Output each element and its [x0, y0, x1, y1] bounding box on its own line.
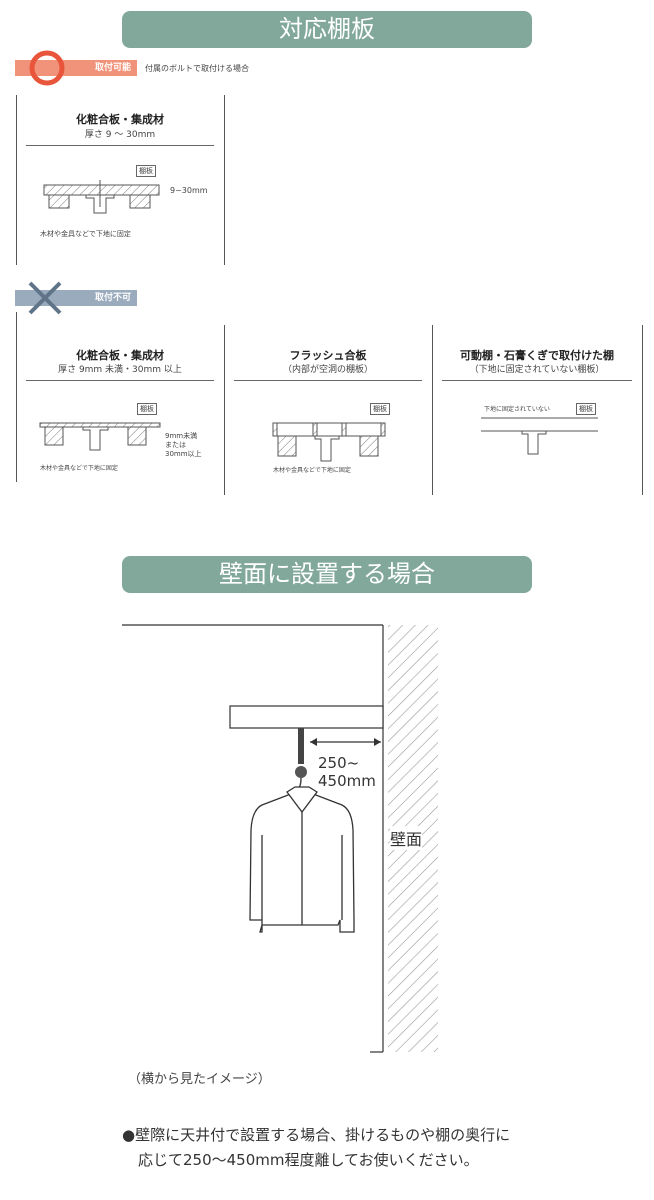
- board-label: 棚板: [370, 403, 390, 415]
- divider: [26, 380, 214, 381]
- dimension-label: または: [165, 441, 186, 449]
- bullet-icon: ●: [122, 1126, 136, 1144]
- not-fixed-note: 下地に固定されていない: [484, 406, 550, 413]
- board-label: 棚板: [576, 403, 596, 415]
- distance-label-1: 250~: [318, 754, 360, 772]
- dimension-label: 30mm以上: [165, 450, 202, 458]
- divider: [16, 312, 17, 482]
- ng-thin-board-diagram: [39, 422, 161, 451]
- ok-panel-title: 化粧合板・集成材: [76, 113, 164, 126]
- ok-badge: 取付可能: [15, 60, 137, 76]
- ng-panel-subtitle: （下地に固定されていない棚板）: [469, 365, 605, 375]
- ok-note: 付属のボルトで取付ける場合: [145, 64, 249, 73]
- fix-note: 木材や金具などで下地に固定: [273, 467, 351, 474]
- note-line: 壁際に天井付で設置する場合、掛けるものや棚の奥行に: [135, 1126, 511, 1144]
- dimension-label: 9mm未満: [165, 432, 198, 440]
- fix-note: 木材や金具などで下地に固定: [40, 465, 118, 472]
- divider: [224, 95, 225, 265]
- divider: [442, 380, 632, 381]
- divider: [224, 325, 225, 495]
- ng-badge: 取付不可: [15, 290, 137, 306]
- ng-panel-subtitle: 厚さ 9mm 未満・30mm 以上: [58, 365, 182, 375]
- distance-label-2: 450mm: [318, 772, 376, 790]
- ng-flush-board-diagram: [272, 422, 386, 462]
- fix-note: 木材や金具などで下地に固定: [40, 230, 131, 238]
- ok-mount-diagram: [43, 180, 160, 214]
- ng-panel-title: フラッシュ合板: [289, 349, 367, 362]
- divider: [432, 325, 433, 495]
- wall-diagram: [122, 624, 438, 1053]
- ng-panel-subtitle: （内部が空洞の棚板）: [282, 365, 373, 375]
- diagram-caption: （横から見たイメージ）: [128, 1072, 271, 1087]
- dimension-label: 9~30mm: [170, 186, 208, 195]
- cross-icon: [28, 281, 62, 315]
- wall-label: 壁面: [390, 826, 423, 850]
- ok-panel-subtitle: 厚さ 9 ～ 30mm: [84, 130, 156, 140]
- board-label: 棚板: [137, 403, 157, 415]
- ng-panel-title: 化粧合板・集成材: [76, 349, 164, 362]
- divider: [642, 325, 643, 495]
- section-header-shelves: 対応棚板: [122, 11, 532, 48]
- divider: [16, 95, 17, 265]
- board-label: 棚板: [136, 165, 156, 177]
- ng-movable-shelf-diagram: [481, 417, 598, 455]
- section-header-wall: 壁面に設置する場合: [122, 556, 532, 593]
- divider: [234, 380, 422, 381]
- install-note: ●壁際に天井付で設置する場合、掛けるものや棚の奥行に 応じて250～450mm程…: [122, 1123, 510, 1173]
- ng-panel-title: 可動棚・石膏くぎで取付けた棚: [460, 349, 614, 362]
- circle-icon: [29, 50, 65, 86]
- note-line: 応じて250～450mm程度離してお使いください。: [138, 1151, 479, 1169]
- divider: [26, 145, 214, 146]
